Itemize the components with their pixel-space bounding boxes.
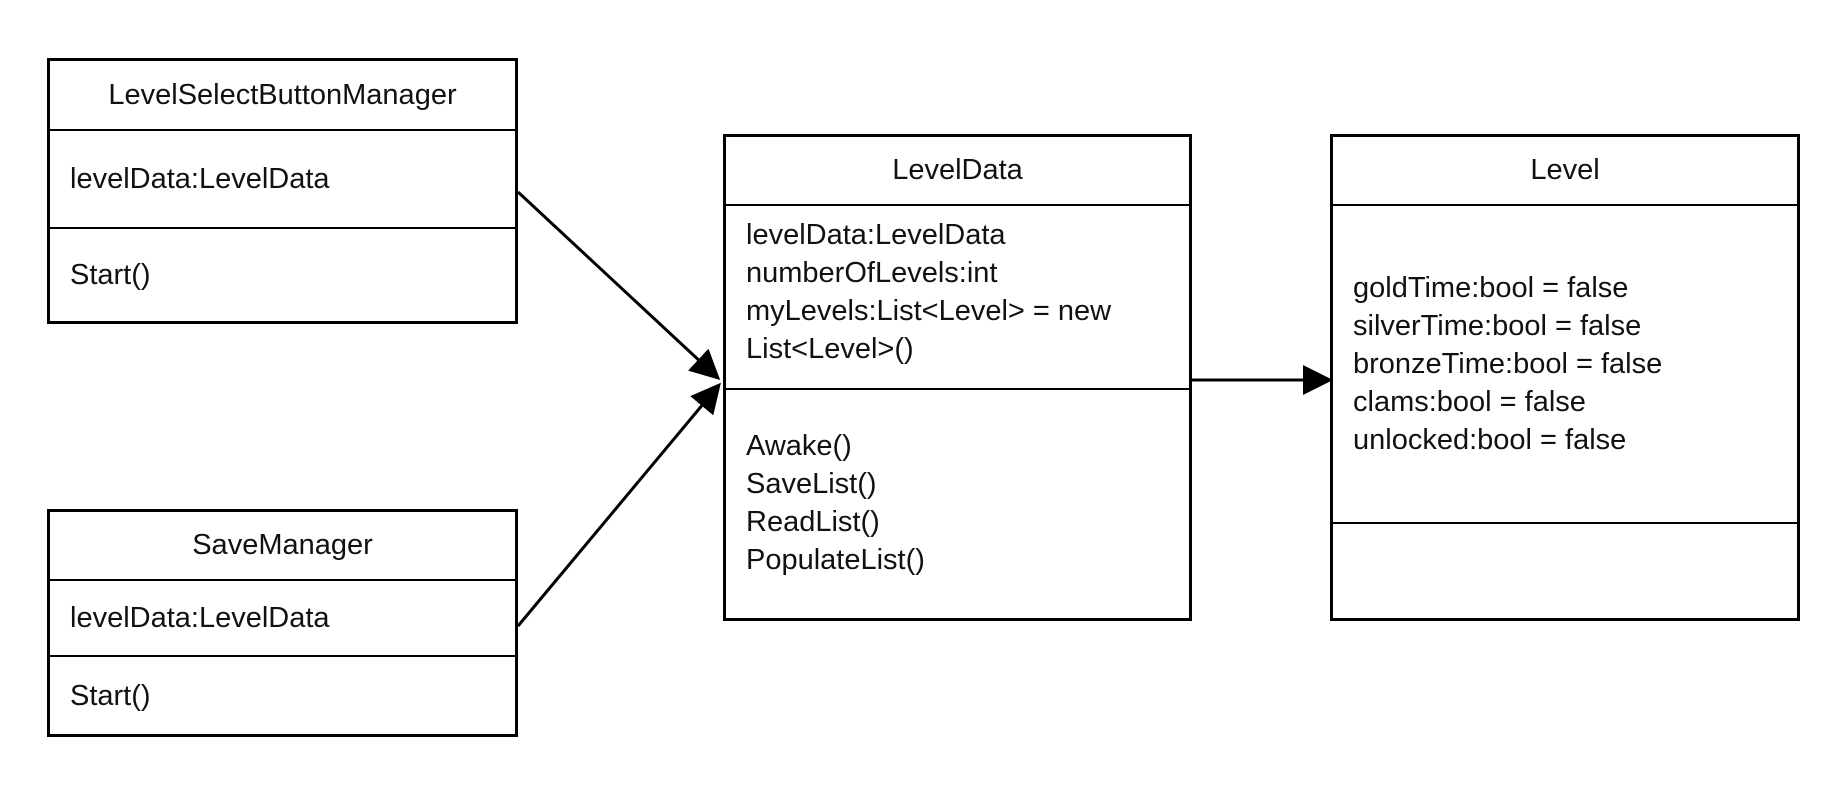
class-box-leveldata: LevelData levelData:LevelData numberOfLe… bbox=[723, 134, 1192, 621]
class-name-section: LevelData bbox=[726, 137, 1189, 204]
method-line: ReadList() bbox=[746, 506, 880, 538]
attribute-line: unlocked:bool = false bbox=[1353, 424, 1627, 456]
arrow-savemanager-to-leveldata bbox=[516, 382, 721, 627]
attributes-section: levelData:LevelData numberOfLevels:int m… bbox=[726, 204, 1189, 388]
class-name: SaveManager bbox=[192, 529, 373, 561]
class-box-level: Level goldTime:bool = false silverTime:b… bbox=[1330, 134, 1800, 621]
attribute-line: levelData:LevelData bbox=[70, 163, 330, 195]
attributes-section: goldTime:bool = false silverTime:bool = … bbox=[1333, 204, 1797, 522]
attribute-line: numberOfLevels:int bbox=[746, 257, 998, 289]
attribute-line: goldTime:bool = false bbox=[1353, 272, 1629, 304]
class-name: LevelData bbox=[892, 154, 1023, 186]
methods-section: Awake() SaveList() ReadList() PopulateLi… bbox=[726, 388, 1189, 618]
attribute-line: clams:bool = false bbox=[1353, 386, 1586, 418]
class-box-levelselectbuttonmanager: LevelSelectButtonManager levelData:Level… bbox=[47, 58, 518, 324]
method-line: Start() bbox=[70, 679, 151, 712]
class-name: Level bbox=[1530, 154, 1600, 186]
arrow-levelselectbuttonmanager-to-leveldata bbox=[516, 190, 721, 381]
methods-section bbox=[1333, 522, 1797, 618]
class-name-section: Level bbox=[1333, 137, 1797, 204]
class-name-section: SaveManager bbox=[50, 512, 515, 579]
attribute-line: bronzeTime:bool = false bbox=[1353, 348, 1663, 380]
attributes-section: levelData:LevelData bbox=[50, 579, 515, 655]
attribute-line: List<Level>() bbox=[746, 333, 914, 365]
method-line: SaveList() bbox=[746, 468, 877, 500]
attributes-section: levelData:LevelData bbox=[50, 129, 515, 227]
attribute-line: silverTime:bool = false bbox=[1353, 310, 1642, 342]
class-name-section: LevelSelectButtonManager bbox=[50, 61, 515, 129]
class-box-savemanager: SaveManager levelData:LevelData Start() bbox=[47, 509, 518, 737]
attribute-line: levelData:LevelData bbox=[746, 219, 1006, 251]
attribute-line: levelData:LevelData bbox=[70, 602, 330, 634]
class-name: LevelSelectButtonManager bbox=[108, 78, 457, 111]
methods-section: Start() bbox=[50, 655, 515, 734]
method-line: PopulateList() bbox=[746, 544, 925, 576]
method-line: Awake() bbox=[746, 430, 852, 462]
attribute-line: myLevels:List<Level> = new bbox=[746, 295, 1112, 327]
methods-section: Start() bbox=[50, 227, 515, 321]
method-line: Start() bbox=[70, 259, 151, 291]
